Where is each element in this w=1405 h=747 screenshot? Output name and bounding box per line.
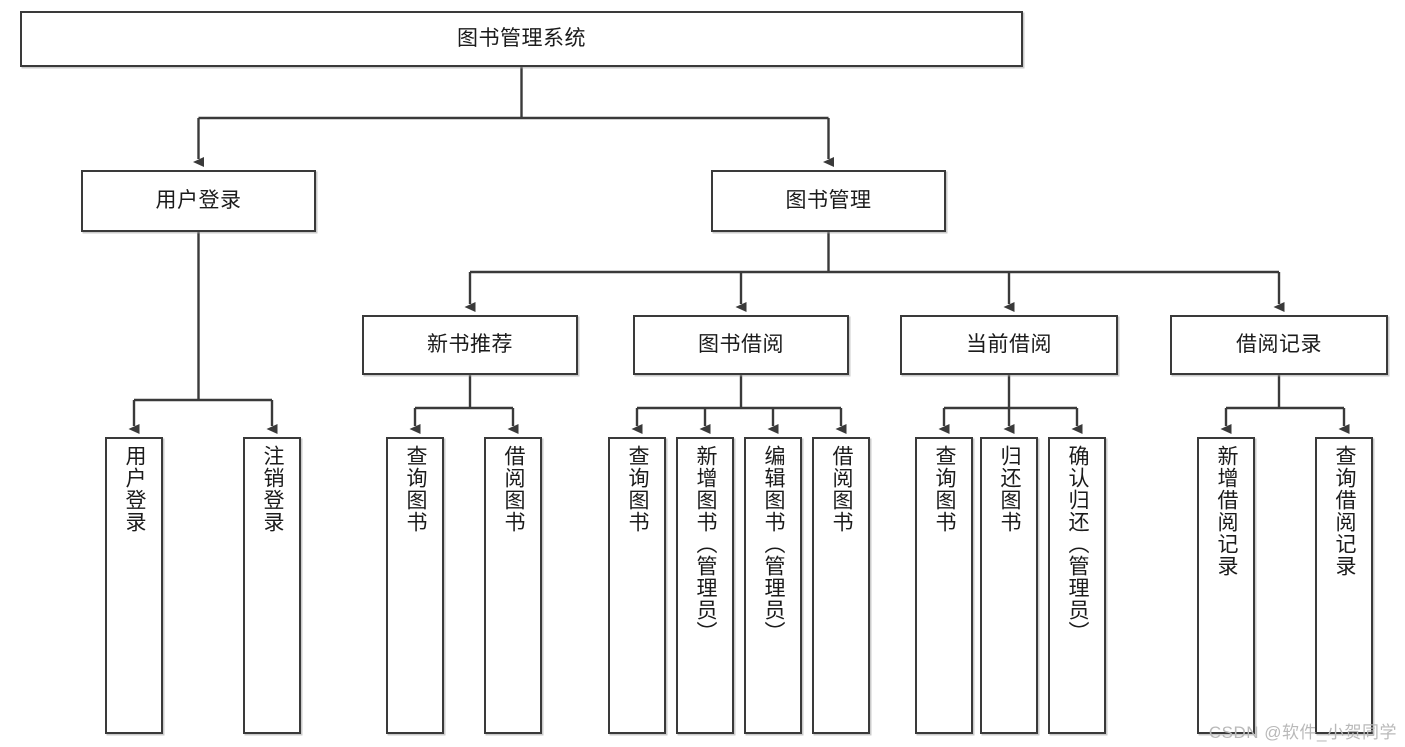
node-label: 确认归还（管理员）: [1066, 445, 1090, 643]
node-bookmgmt[interactable]: 图书管理: [711, 170, 946, 232]
node-current[interactable]: 当前借阅: [900, 315, 1118, 375]
node-leaf-cur-2[interactable]: 归还图书: [980, 437, 1038, 734]
node-leaf-bor-1[interactable]: 查询图书: [608, 437, 666, 734]
node-leaf-bor-3[interactable]: 编辑图书（管理员）: [744, 437, 802, 734]
node-leaf-login-2[interactable]: 注销登录: [243, 437, 301, 734]
node-label: 借阅记录: [1236, 332, 1322, 356]
node-leaf-login-1[interactable]: 用户登录: [105, 437, 163, 734]
node-label: 查询图书: [933, 445, 957, 533]
node-label: 图书管理: [785, 188, 872, 212]
node-label: 借阅图书: [830, 445, 854, 533]
node-label: 新增借阅记录: [1215, 445, 1239, 577]
node-leaf-cur-3[interactable]: 确认归还（管理员）: [1048, 437, 1106, 734]
node-label: 当前借阅: [966, 332, 1052, 356]
node-label: 归还图书: [998, 445, 1022, 533]
node-label: 注销登录: [261, 445, 285, 533]
node-borrow[interactable]: 图书借阅: [633, 315, 849, 375]
node-leaf-new-2[interactable]: 借阅图书: [484, 437, 542, 734]
node-label: 查询图书: [404, 445, 428, 533]
node-label: 借阅图书: [502, 445, 526, 533]
node-leaf-cur-1[interactable]: 查询图书: [915, 437, 973, 734]
node-label: 用户登录: [155, 188, 242, 212]
node-leaf-rec-2[interactable]: 查询借阅记录: [1315, 437, 1373, 734]
node-label: 图书借阅: [698, 332, 784, 356]
node-root[interactable]: 图书管理系统: [20, 11, 1023, 67]
node-label: 新增图书（管理员）: [694, 445, 718, 643]
node-label: 查询图书: [626, 445, 650, 533]
node-label: 用户登录: [123, 445, 147, 533]
node-leaf-rec-1[interactable]: 新增借阅记录: [1197, 437, 1255, 734]
node-leaf-bor-2[interactable]: 新增图书（管理员）: [676, 437, 734, 734]
node-label: 编辑图书（管理员）: [762, 445, 786, 643]
node-login[interactable]: 用户登录: [81, 170, 316, 232]
node-leaf-bor-4[interactable]: 借阅图书: [812, 437, 870, 734]
node-leaf-new-1[interactable]: 查询图书: [386, 437, 444, 734]
watermark-text: CSDN @软件_小贺同学: [1208, 723, 1397, 742]
node-label: 查询借阅记录: [1333, 445, 1357, 577]
node-label: 新书推荐: [427, 332, 513, 356]
node-newbook[interactable]: 新书推荐: [362, 315, 578, 375]
node-records[interactable]: 借阅记录: [1170, 315, 1388, 375]
node-label: 图书管理系统: [457, 26, 586, 50]
